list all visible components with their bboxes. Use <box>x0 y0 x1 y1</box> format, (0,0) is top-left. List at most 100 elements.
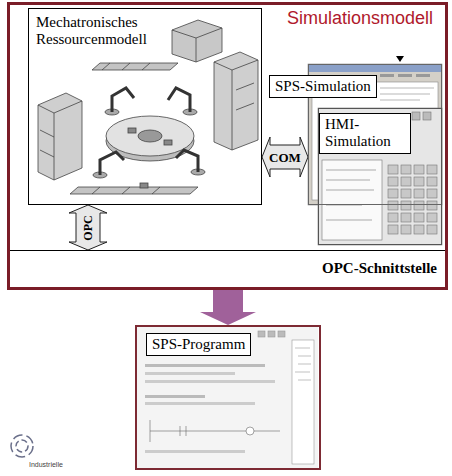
robot-cell-illustration <box>236 83 254 90</box>
robot-cell-illustration <box>196 38 197 62</box>
robot-cell-illustration <box>172 28 222 38</box>
program-window-picture <box>298 380 311 381</box>
keypad-picture <box>427 177 437 186</box>
robot-cell-illustration <box>122 187 130 194</box>
keypad-picture <box>427 201 437 210</box>
plc-window-picture <box>380 94 430 95</box>
interface-band: OPC-Schnittstelle <box>10 250 445 287</box>
keypad-picture <box>427 225 437 234</box>
window-label: SPS-Simulation <box>269 75 377 98</box>
keypad-picture <box>388 213 398 222</box>
hmi-window-picture <box>326 180 370 181</box>
band-title: OPC-Schnittstelle <box>10 260 437 277</box>
robot-cell-illustration <box>112 88 134 112</box>
program-window-picture <box>137 327 318 468</box>
program-window-picture <box>145 395 205 398</box>
plc-program-box: SPS-Programm <box>135 325 321 470</box>
keypad-picture <box>388 165 398 174</box>
keypad-picture <box>388 201 398 210</box>
program-window-picture <box>137 327 318 468</box>
keypad-picture <box>388 177 398 186</box>
program-window-picture <box>145 380 275 383</box>
keypad-picture <box>414 225 424 234</box>
robot-cell-illustration <box>138 130 162 142</box>
hmi-window-picture <box>322 160 382 240</box>
keypad-picture <box>401 189 411 198</box>
robot-cell-illustration <box>100 152 124 175</box>
program-window-picture <box>145 402 255 405</box>
keypad-picture <box>427 165 437 174</box>
robot-cell-illustration <box>152 187 160 194</box>
hmi-window-picture <box>318 108 442 245</box>
hmi-window-picture <box>423 112 431 120</box>
keypad-picture <box>414 177 424 186</box>
program-window-picture <box>258 331 265 337</box>
keypad-picture <box>427 189 437 198</box>
hmi-window-picture <box>326 220 372 221</box>
robot-cell-illustration <box>172 20 222 62</box>
plc-window-picture <box>396 56 404 62</box>
plc-window-picture <box>416 74 430 77</box>
robot-cell-illustration <box>176 150 198 172</box>
hmi-window-picture <box>412 112 420 120</box>
block-arrow <box>200 290 256 325</box>
plc-window-picture <box>380 100 420 101</box>
program-window-picture <box>180 426 181 436</box>
program-window-picture <box>295 372 310 373</box>
logo-text: Industrielle <box>29 461 63 469</box>
robot-cell-illustration <box>122 63 130 70</box>
program-window-picture <box>145 450 245 453</box>
resource-model-box: Mechatronisches Ressourcenmodell <box>28 8 262 205</box>
hmi-window-picture <box>326 170 376 171</box>
program-window-picture <box>268 331 275 337</box>
logo-icon <box>16 440 28 452</box>
plc-window-picture <box>380 74 394 77</box>
keypad-picture <box>414 189 424 198</box>
logo-icon <box>11 435 33 457</box>
block-arrow <box>69 205 107 250</box>
robot-cell-illustration <box>214 60 258 70</box>
window-label: SPS-Programm <box>146 333 251 356</box>
keypad-picture <box>401 177 411 186</box>
robot-cell-illustration <box>70 187 198 194</box>
program-window-picture <box>298 364 311 365</box>
hmi-window-picture <box>326 190 374 191</box>
keypad-picture <box>401 165 411 174</box>
model-frame: SimulationsmodellMechatronisches Ressour… <box>7 2 448 290</box>
hmi-sim-window: HMI-Simulation <box>318 108 442 245</box>
robot-cell-illustration <box>140 183 148 188</box>
robot-cell-illustration <box>128 128 136 133</box>
interface-label: COM <box>269 151 301 164</box>
interface-label: OPC <box>82 215 94 240</box>
keypad-picture <box>427 213 437 222</box>
keypad-picture <box>388 165 437 234</box>
robot-cell-illustration <box>92 187 100 194</box>
robot-cell-illustration <box>232 70 233 150</box>
keypad-picture <box>388 225 398 234</box>
keypad-picture <box>414 201 424 210</box>
program-window-picture <box>150 431 280 432</box>
keypad-picture <box>401 213 411 222</box>
program-window-picture <box>145 364 265 367</box>
hmi-window-picture <box>318 108 442 245</box>
program-window-picture <box>186 426 187 436</box>
keypad-picture <box>401 201 411 210</box>
program-window-picture <box>278 331 285 337</box>
robot-cell-illustration <box>142 63 150 70</box>
robot-cell-illustration <box>236 103 254 110</box>
robot-cell-illustration <box>40 150 54 157</box>
robot-cell-illustration <box>38 101 82 113</box>
program-window-picture <box>145 372 235 375</box>
robot-cell-illustration <box>102 63 110 70</box>
robot-cell-illustration <box>38 93 82 180</box>
program-window-picture <box>298 356 311 357</box>
robot-cell-illustration <box>106 116 194 156</box>
block-arrow <box>262 137 308 177</box>
keypad-picture <box>401 225 411 234</box>
window-label: HMI-Simulation <box>319 113 411 154</box>
logo-icon <box>11 435 33 457</box>
